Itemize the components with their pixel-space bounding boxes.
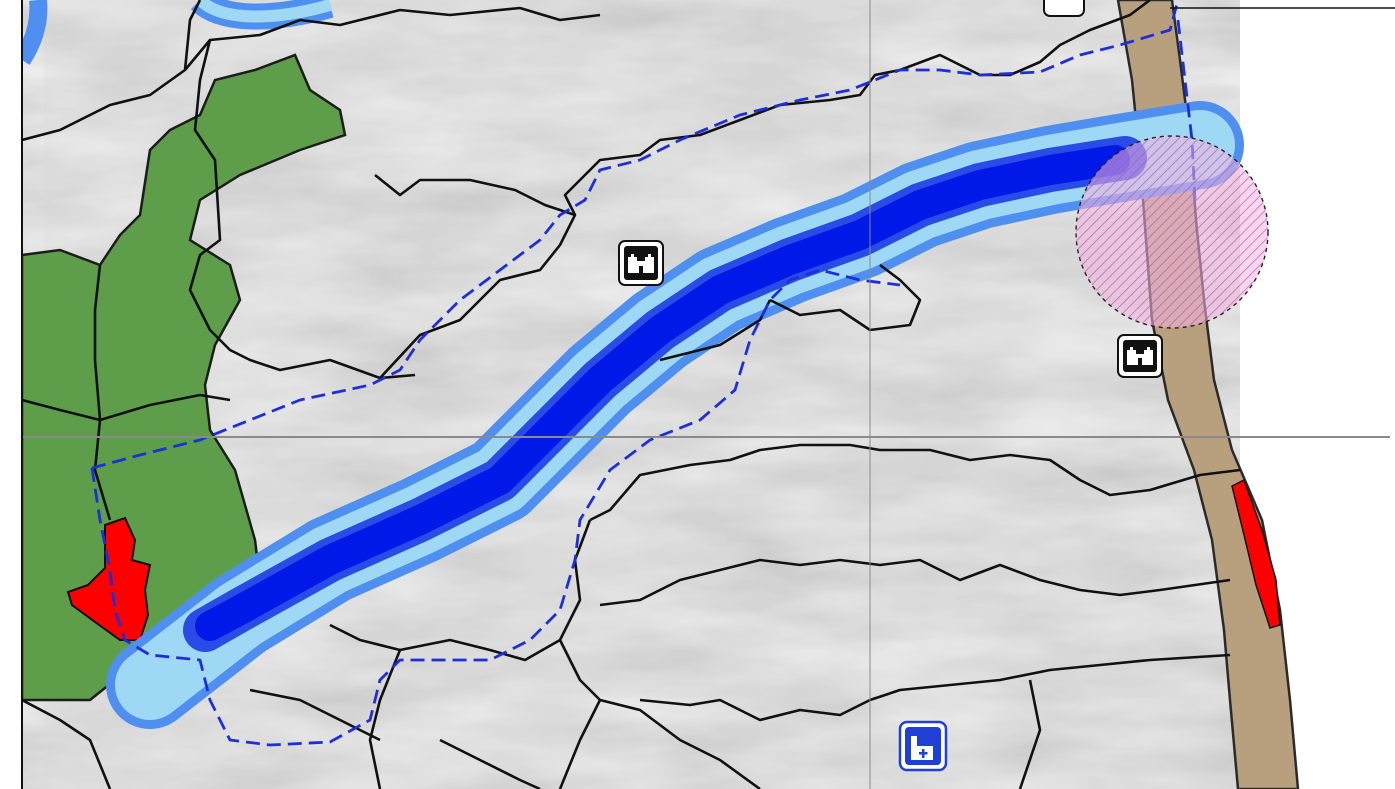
flood-zone-fragment-core <box>195 0 332 23</box>
flood-zone <box>106 101 1244 729</box>
admin-boundaries <box>22 0 1241 789</box>
castle-icon[interactable] <box>618 240 664 286</box>
buffer-zone[interactable] <box>1075 135 1269 329</box>
flood-zone-core <box>195 145 1130 641</box>
church-icon[interactable] <box>898 720 948 772</box>
flood-zone-fragment-left <box>22 0 48 65</box>
castle-icon-partial <box>1043 0 1085 17</box>
sensitive-area-coast <box>1231 478 1281 629</box>
castle-icon[interactable] <box>1117 334 1163 378</box>
